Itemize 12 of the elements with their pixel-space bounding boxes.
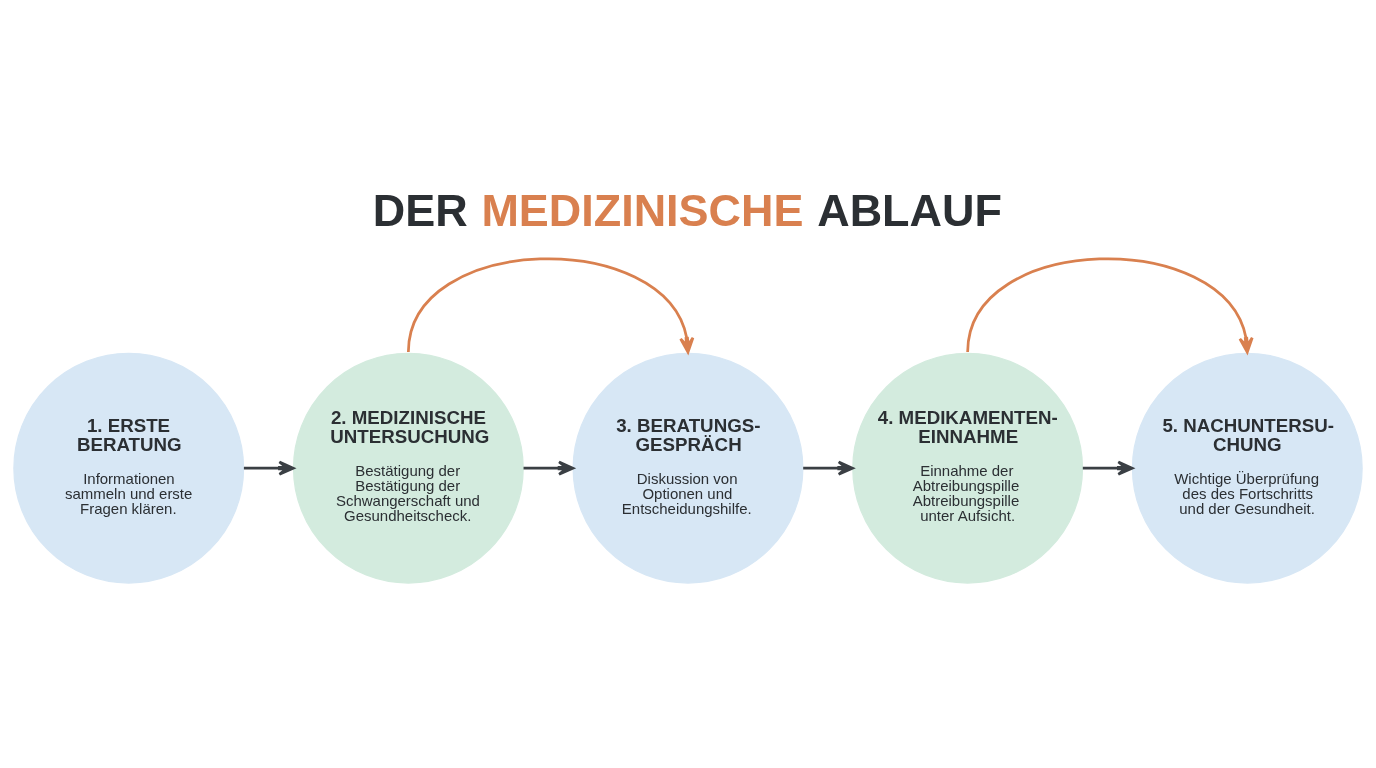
arrow [407, 257, 695, 353]
arrow [243, 460, 295, 476]
diagram-title: DER MEDIZINISCHE ABLAUF [372, 184, 1002, 236]
node-circle: 3. BERATUNGS- GESPRÄCH Diskussion von Optionen und Entscheidungshilfe. [572, 352, 804, 584]
node-circle: 4. MEDIKAMENTEN- EINNAHME Einnahme der Abtreibungspille Abtreibungspille unter Aufsicht. [852, 352, 1084, 584]
arrow [966, 257, 1254, 353]
node-circle: 1. ERSTE BERATUNG Informationen sammeln und erste Fragen klären. [13, 352, 245, 584]
arrow [1082, 460, 1134, 476]
arrow [803, 460, 854, 476]
node-circle: 2. MEDIZINISCHE UNTERSUCHUNG Bestätigung der Bestätigung der Schwangerschaft und Gesundheitscheck. [292, 352, 524, 584]
node-circle: 5. NACHUNTERSU- CHUNG Wichtige Überprüfung des des Fortschritts und der Gesundheit. [1131, 352, 1363, 584]
arrow [523, 460, 575, 476]
